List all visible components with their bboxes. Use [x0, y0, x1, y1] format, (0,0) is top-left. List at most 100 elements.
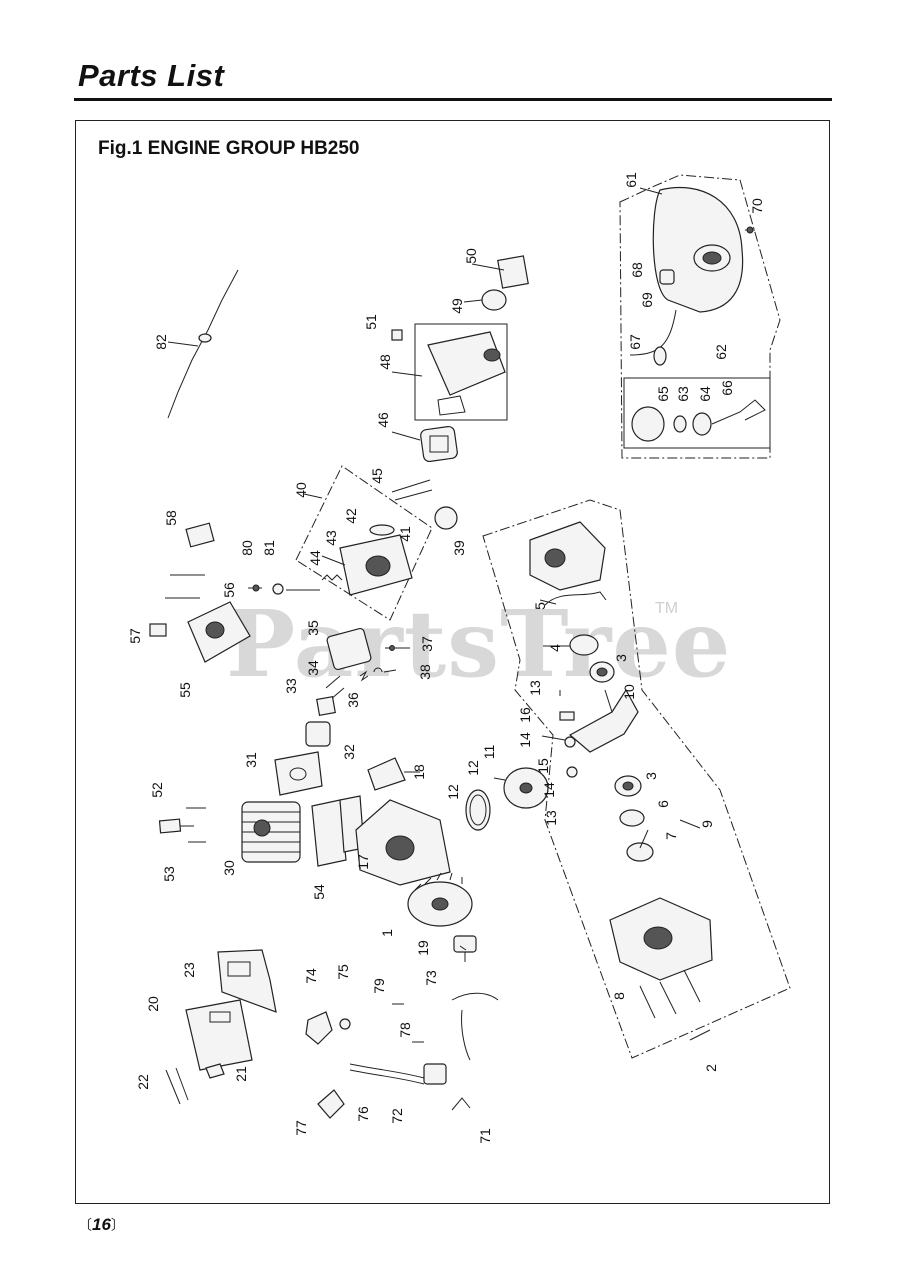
air-cleaner-cover-48	[427, 331, 506, 416]
grommet-68	[659, 269, 675, 285]
part-label-53: 53	[161, 866, 177, 882]
knob-49	[481, 289, 507, 311]
part-label-39: 39	[451, 540, 467, 556]
bracket-21	[205, 1063, 225, 1079]
part-label-1: 1	[379, 929, 395, 937]
screw-37	[385, 645, 400, 651]
part-label-23: 23	[181, 962, 197, 978]
strainer-66	[711, 399, 766, 425]
air-cleaner-box	[414, 323, 508, 421]
part-label-78: 78	[397, 1022, 413, 1038]
fuel-tank-61	[652, 186, 744, 313]
cylinder-30	[241, 801, 301, 863]
part-label-81: 81	[261, 540, 277, 556]
part-label-13: 13	[527, 680, 543, 696]
fuel-cap-subgroup-box	[623, 377, 771, 449]
part-label-13: 13	[543, 810, 559, 826]
crankcase-half-lower	[609, 897, 713, 981]
bearing-15	[566, 766, 578, 778]
part-label-17: 17	[355, 854, 371, 870]
part-label-21: 21	[233, 1066, 249, 1082]
piston-ring-12	[465, 789, 491, 831]
part-label-64: 64	[697, 386, 713, 402]
part-label-49: 49	[449, 298, 465, 314]
part-label-63: 63	[675, 386, 691, 402]
part-label-73: 73	[423, 970, 439, 986]
muffler-tank-group-outline	[619, 174, 781, 459]
part-label-34: 34	[305, 660, 321, 676]
part-label-42: 42	[343, 508, 359, 524]
part-label-31: 31	[243, 752, 259, 768]
nut-75	[339, 1018, 351, 1030]
part-label-12: 12	[445, 784, 461, 800]
part-label-74: 74	[303, 968, 319, 984]
seal-7	[626, 842, 654, 862]
part-label-54: 54	[311, 884, 327, 900]
part-label-43: 43	[323, 530, 339, 546]
bracket-18	[367, 757, 406, 791]
part-label-82: 82	[153, 334, 169, 350]
watermark: PartsTree	[226, 590, 732, 698]
part-label-77: 77	[293, 1120, 309, 1136]
washer-64	[692, 412, 712, 436]
screws-56	[165, 574, 205, 599]
part-label-15: 15	[535, 758, 551, 774]
insulator-32	[305, 721, 331, 747]
lever-42	[369, 524, 395, 536]
part-label-52: 52	[149, 782, 165, 798]
part-label-32: 32	[341, 744, 357, 760]
part-label-19: 19	[415, 940, 431, 956]
part-label-69: 69	[639, 292, 655, 308]
label-58	[185, 522, 215, 548]
part-label-75: 75	[335, 964, 351, 980]
part-label-14: 14	[517, 732, 533, 748]
part-label-67: 67	[627, 334, 643, 350]
part-label-76: 76	[355, 1106, 371, 1122]
page-title: Parts List	[78, 58, 225, 93]
part-label-38: 38	[417, 664, 433, 680]
spring-44	[321, 574, 343, 581]
plate-23	[217, 949, 277, 1013]
label-50	[497, 255, 529, 289]
ignition-coil-72	[423, 1063, 447, 1085]
fan-cover-55	[187, 601, 251, 663]
muffler-20	[185, 999, 253, 1071]
clip-51	[391, 329, 403, 341]
gasket-63	[673, 415, 687, 433]
clip-38	[373, 667, 383, 673]
part-label-3: 3	[613, 654, 629, 662]
grip-74	[305, 1011, 333, 1045]
screw-70	[745, 226, 755, 234]
part-label-3: 3	[643, 772, 659, 780]
part-label-51: 51	[363, 314, 379, 330]
part-label-33: 33	[283, 678, 299, 694]
part-label-40: 40	[293, 482, 309, 498]
throttle-cable-82	[167, 269, 239, 419]
part-label-20: 20	[145, 996, 161, 1012]
part-label-58: 58	[163, 510, 179, 526]
part-label-79: 79	[371, 978, 387, 994]
gasket-33	[316, 696, 336, 716]
page-number-value: 16	[92, 1215, 111, 1234]
part-label-48: 48	[377, 354, 393, 370]
part-label-2: 2	[703, 1064, 719, 1072]
clutch-19	[453, 935, 477, 962]
figure-frame	[75, 120, 830, 1204]
part-label-6: 6	[655, 800, 671, 808]
part-label-8: 8	[611, 992, 627, 1000]
seal-4	[569, 634, 599, 656]
part-label-36: 36	[345, 692, 361, 708]
title-rule	[74, 98, 832, 101]
part-label-41: 41	[397, 526, 413, 542]
crankcase-group-outline	[482, 499, 791, 1059]
clip-71	[451, 1097, 471, 1111]
washer-81	[272, 583, 284, 595]
part-label-56: 56	[221, 582, 237, 598]
part-label-16: 16	[517, 707, 533, 723]
part-label-72: 72	[389, 1108, 405, 1124]
stud-bolts-45	[391, 479, 433, 501]
air-filter-46	[420, 425, 458, 463]
part-label-4: 4	[547, 644, 563, 652]
part-label-9: 9	[699, 820, 715, 828]
